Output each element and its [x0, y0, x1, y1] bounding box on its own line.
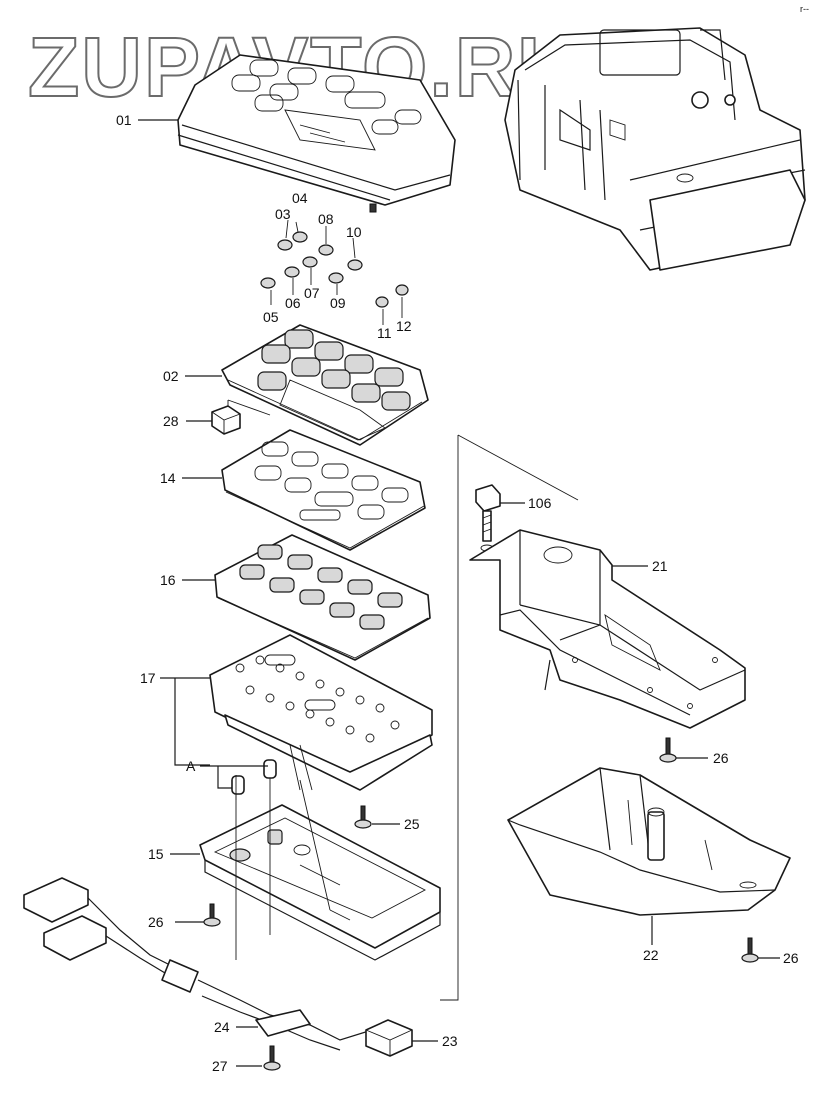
part-22-lower-cover [507, 767, 791, 916]
part-106-bolt [475, 484, 501, 552]
part-26-screw-right-lower [741, 937, 759, 963]
label-22: 22 [643, 947, 659, 963]
label-14: 14 [160, 470, 176, 486]
label-25: 25 [404, 816, 420, 832]
part-24-clamp [255, 1009, 311, 1037]
label-10: 10 [346, 224, 362, 240]
label-106: 106 [528, 495, 552, 511]
label-21: 21 [652, 558, 668, 574]
part-21-bracket [469, 529, 746, 729]
label-24: 24 [214, 1019, 230, 1035]
bracket-boundary-line [440, 434, 579, 1001]
label-16: 16 [160, 572, 176, 588]
label-28: 28 [163, 413, 179, 429]
label-07: 07 [304, 285, 320, 301]
label-12: 12 [396, 318, 412, 334]
part-01-cover [177, 54, 456, 213]
label-17: 17 [140, 670, 156, 686]
label-A: A [186, 758, 196, 774]
label-05: 05 [263, 309, 279, 325]
label-06: 06 [285, 295, 301, 311]
part-26-screw-left [203, 903, 221, 927]
part-15-lower-case [199, 804, 441, 961]
label-23: 23 [442, 1033, 458, 1049]
label-09: 09 [330, 295, 346, 311]
label-26-right-lower: 26 [783, 950, 799, 966]
label-03: 03 [275, 206, 291, 222]
part-25-screw [354, 805, 372, 829]
label-26-left: 26 [148, 914, 164, 930]
label-15: 15 [148, 846, 164, 862]
machine-cab-illustration [504, 27, 806, 271]
part-28-block [211, 399, 271, 435]
leader-17 [160, 677, 210, 766]
part-17-circuit-board [209, 634, 433, 791]
part-16-keypad [214, 534, 431, 661]
label-26-right-upper: 26 [713, 750, 729, 766]
part-27-screw [263, 1045, 281, 1071]
part-02-panel-plate [221, 324, 429, 446]
leader-A [200, 765, 268, 789]
label-04: 04 [292, 190, 308, 206]
part-14-gasket [221, 429, 426, 551]
label-08: 08 [318, 211, 334, 227]
part-A-bulbs [231, 759, 277, 800]
part-harness-connectors [23, 775, 373, 1051]
label-11: 11 [377, 325, 392, 341]
leaders-small-caps [270, 219, 403, 325]
label-01: 01 [116, 112, 132, 128]
corner-mark: r-- [800, 4, 809, 14]
part-26-screw-right-upper [659, 737, 677, 763]
small-caps-group [260, 231, 409, 308]
label-02: 02 [163, 368, 179, 384]
part-23-plug [365, 1019, 413, 1057]
label-27: 27 [212, 1058, 228, 1074]
